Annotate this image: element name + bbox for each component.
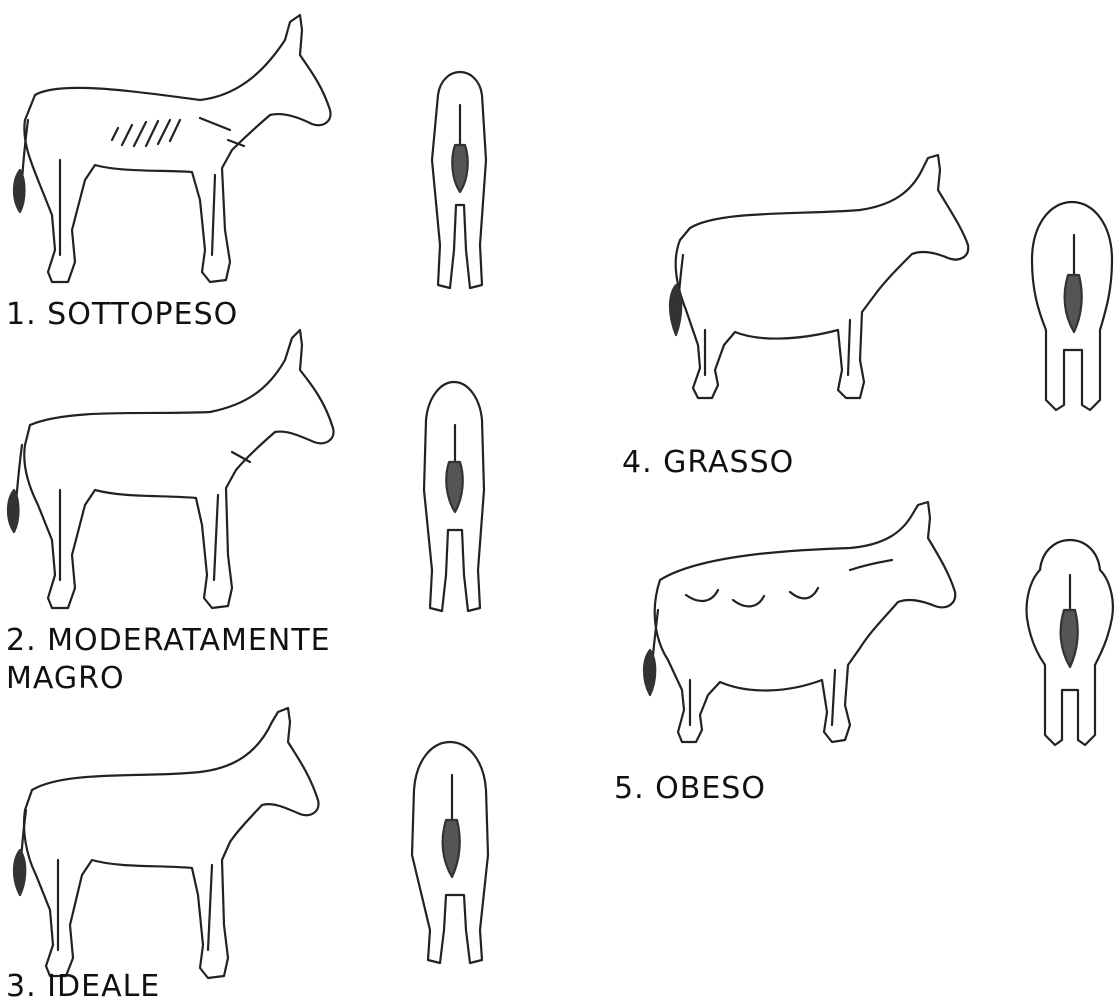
donkey-side-view-5	[644, 502, 955, 742]
donkey-side-view-1	[14, 15, 331, 282]
stage-3-label: 3. IDEALE	[6, 968, 160, 1006]
stage-1-label: 1. SOTTOPESO	[6, 296, 238, 334]
donkey-side-view-2	[8, 330, 334, 608]
donkey-rear-view-1	[432, 72, 486, 288]
stage-4-label: 4. GRASSO	[622, 444, 794, 482]
stage-5-label: 5. OBESO	[614, 770, 766, 808]
donkey-rear-view-3	[412, 742, 488, 963]
donkey-side-view-3	[14, 708, 319, 978]
stage-2-label-line1: 2. MODERATAMENTE	[6, 622, 331, 660]
stage-2-label-line2: MAGRO	[6, 660, 125, 698]
donkey-rear-view-2	[424, 382, 484, 611]
donkey-side-view-4	[670, 155, 968, 398]
donkey-rear-view-5	[1027, 540, 1113, 745]
donkey-rear-view-4	[1032, 202, 1112, 410]
